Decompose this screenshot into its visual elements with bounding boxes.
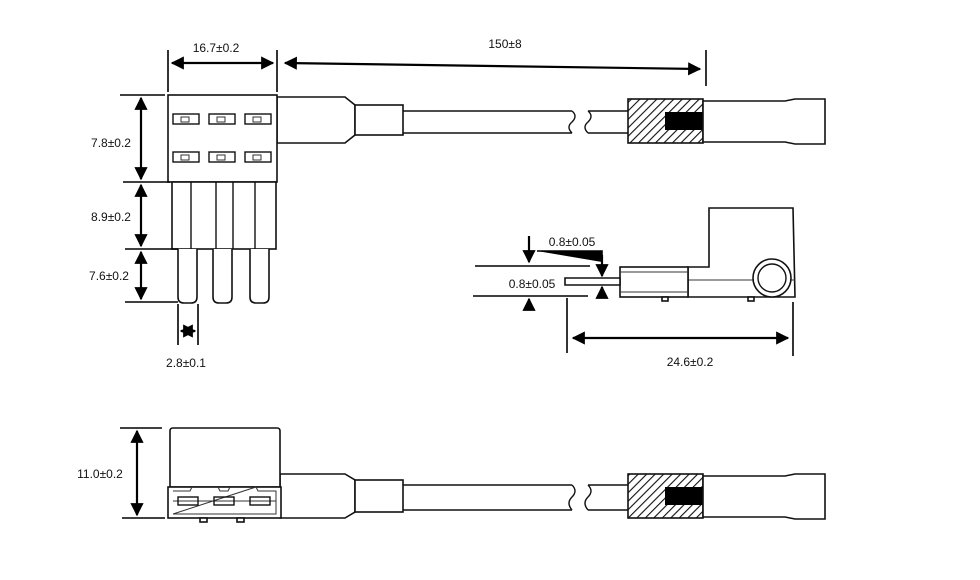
dim-top-width: 16.7±0.2 [193, 41, 240, 55]
wire-entry [752, 258, 792, 298]
dim-pin-width: 2.8±0.1 [166, 356, 206, 370]
top-view: 16.7±0.2 150±8 7.8±0.2 8.9±0.2 7.6±0.2 2… [89, 37, 826, 370]
dim-pin-thickness: 0.8±0.05 [509, 277, 556, 291]
dim-wire-length: 150±8 [488, 37, 522, 51]
dim-bottom-height: 11.0±0.2 [77, 467, 123, 481]
legs [171, 181, 277, 250]
contact-slots [172, 113, 272, 163]
fuse-body [167, 94, 278, 183]
dim-pin-offset: 0.8±0.05 [549, 235, 596, 249]
dim-pin-length: 7.6±0.2 [89, 269, 129, 283]
dim-side-length: 24.6±0.2 [667, 355, 714, 369]
pins [177, 249, 270, 304]
side-view: 0.8±0.05 0.8±0.05 24.6±0.2 [473, 207, 796, 369]
dim-body-height: 7.8±0.2 [91, 136, 131, 150]
bottom-view: 11.0±0.2 [77, 427, 826, 523]
top-wire [276, 96, 826, 145]
dim-leg-height: 8.9±0.2 [91, 210, 131, 224]
